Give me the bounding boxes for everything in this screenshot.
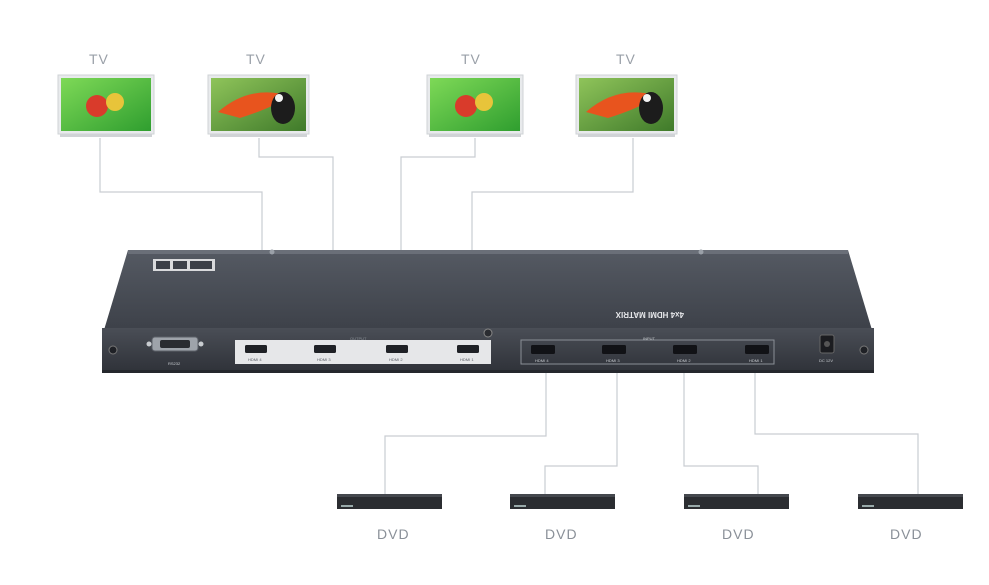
output-port-label: HDMI 1 xyxy=(460,357,474,362)
hdmi-matrix-device xyxy=(102,249,874,373)
dvd-label: DVD xyxy=(722,526,755,542)
tv-label: TV xyxy=(89,51,109,67)
hdmi-port xyxy=(245,345,267,353)
dvd-label: DVD xyxy=(377,526,410,542)
output-port-label: HDMI 4 xyxy=(248,357,262,362)
apple-icon xyxy=(86,95,108,117)
rs232-label: RS232 xyxy=(168,361,181,366)
input-group-label: INPUT xyxy=(643,336,656,341)
apple-icon xyxy=(455,95,477,117)
dvd-player xyxy=(858,494,963,509)
hdmi-port xyxy=(314,345,336,353)
dvd-cables xyxy=(384,372,919,494)
power-label: DC 12V xyxy=(819,358,833,363)
hdmi-port xyxy=(673,345,697,354)
tv-cables xyxy=(99,138,634,250)
toucan-icon xyxy=(218,92,290,118)
output-port-label: HDMI 3 xyxy=(317,357,331,362)
output-port-label: HDMI 2 xyxy=(389,357,403,362)
input-port-label: HDMI 1 xyxy=(749,358,763,363)
tv-display xyxy=(207,74,310,137)
hdmi-port xyxy=(386,345,408,353)
input-port-label: HDMI 2 xyxy=(677,358,691,363)
tv-display xyxy=(57,74,155,137)
output-panel xyxy=(235,340,491,364)
dvd-player xyxy=(337,494,442,509)
hdmi-port xyxy=(602,345,626,354)
power-jack xyxy=(819,334,835,354)
toucan-icon xyxy=(586,92,658,118)
dvd-player xyxy=(510,494,615,509)
tv-label: TV xyxy=(461,51,481,67)
dvd-player xyxy=(684,494,789,509)
input-panel xyxy=(520,339,775,365)
model-label: 4x4 HDMI MATRIX xyxy=(615,310,684,319)
tv-display xyxy=(575,74,678,137)
hdmi-port xyxy=(745,345,769,354)
input-port-label: HDMI 3 xyxy=(606,358,620,363)
dvd-label: DVD xyxy=(890,526,923,542)
output-group-label: OUTPUT xyxy=(350,336,367,341)
input-ports xyxy=(531,345,769,354)
input-port-label: HDMI 4 xyxy=(535,358,549,363)
hdmi-port xyxy=(531,345,555,354)
dvd-label: DVD xyxy=(545,526,578,542)
tv-label: TV xyxy=(616,51,636,67)
rs232-port xyxy=(146,336,204,352)
hdmi-port xyxy=(457,345,479,353)
tv-label: TV xyxy=(246,51,266,67)
tv-display xyxy=(426,74,524,137)
output-ports xyxy=(245,345,479,353)
